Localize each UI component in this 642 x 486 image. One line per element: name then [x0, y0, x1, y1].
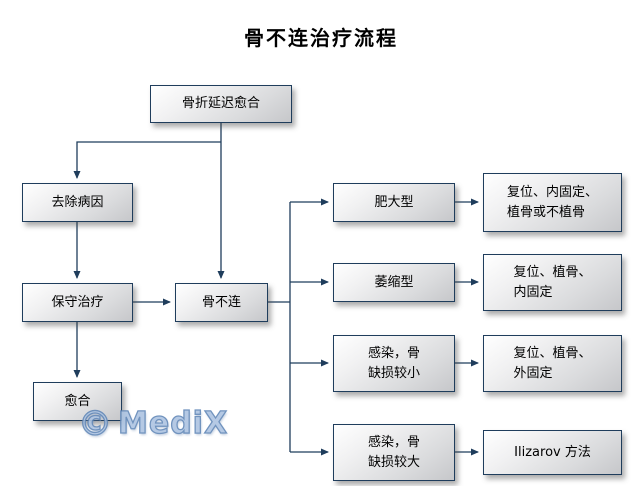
node-nonunion: 骨不连 — [175, 283, 268, 322]
node-treatment-atrophic: 复位、植骨、 内固定 — [483, 254, 622, 311]
node-treatment-infected-small: 复位、植骨、 外固定 — [483, 335, 622, 392]
node-conservative-treatment: 保守治疗 — [22, 283, 133, 322]
node-treatment-ilizarov: Ilizarov 方法 — [483, 430, 622, 475]
node-healed: 愈合 — [33, 382, 122, 421]
node-atrophic-type: 萎缩型 — [333, 263, 455, 302]
node-hypertrophic-type: 肥大型 — [333, 183, 455, 222]
diagram-title: 骨不连治疗流程 — [244, 26, 398, 50]
node-delayed-union: 骨折延迟愈合 — [150, 85, 292, 123]
node-infected-large-defect: 感染，骨 缺损较大 — [333, 424, 455, 481]
node-treatment-hypertrophic: 复位、内固定、 植骨或不植骨 — [483, 173, 622, 232]
node-remove-cause: 去除病因 — [22, 183, 133, 222]
node-infected-small-defect: 感染，骨 缺损较小 — [333, 335, 455, 392]
